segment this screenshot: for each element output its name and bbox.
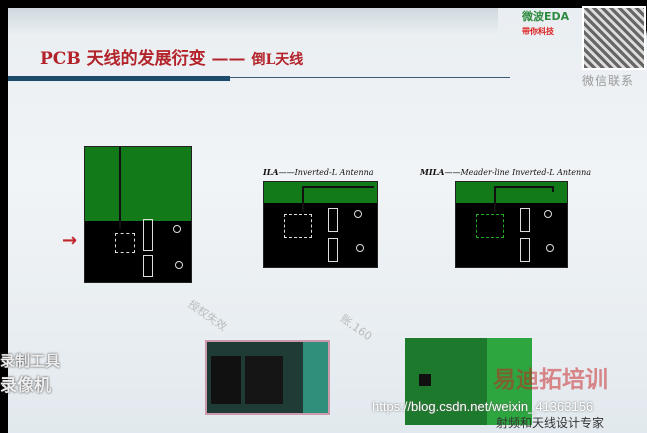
title-underline xyxy=(8,76,230,81)
watermark-csdn: https://blog.csdn.net/weixin_41363156 xyxy=(372,399,594,414)
logo: 微波EDA 带你科技 微信联系 xyxy=(518,6,647,88)
arrow-icon: → xyxy=(62,230,78,251)
brand-logo: 微波EDA xyxy=(522,10,570,23)
pcb-board-mila xyxy=(455,181,568,268)
watermark-recorder-2: 录像机 xyxy=(0,376,51,396)
ila-caption: ILA——Inverted-L Antenna xyxy=(263,167,374,177)
bluetooth-module-photo xyxy=(205,340,330,415)
wechat-label: 微信联系 xyxy=(582,74,635,88)
brand-tag: 带你科技 xyxy=(522,27,554,36)
ila-full: ——Inverted-L Antenna xyxy=(278,168,374,177)
watermark-brand-sub: 射频和天线设计专家 xyxy=(496,416,605,430)
title-sub: 倒L天线 xyxy=(251,52,304,68)
ila-abbr: ILA xyxy=(263,167,279,177)
slide-title: PCB 天线的发展衍变 —— 倒L天线 xyxy=(40,44,303,69)
header-band xyxy=(8,8,498,38)
pcb-board-monopole xyxy=(84,146,192,283)
mila-full: ——Meader-line Inverted-L Antenna xyxy=(444,168,592,177)
watermark-recorder: 录制工具 xyxy=(0,352,61,370)
title-rule xyxy=(230,77,510,78)
pcb-board-ila xyxy=(263,181,378,268)
qr-code xyxy=(582,6,646,70)
pcb-antenna-photo xyxy=(405,338,532,425)
title-main: PCB 天线的发展衍变 —— xyxy=(40,49,246,69)
watermark-brand: 易迪拓培训 xyxy=(493,367,608,393)
mila-caption: MILA——Meader-line Inverted-L Antenna xyxy=(420,167,591,177)
mila-abbr: MILA xyxy=(420,167,445,177)
